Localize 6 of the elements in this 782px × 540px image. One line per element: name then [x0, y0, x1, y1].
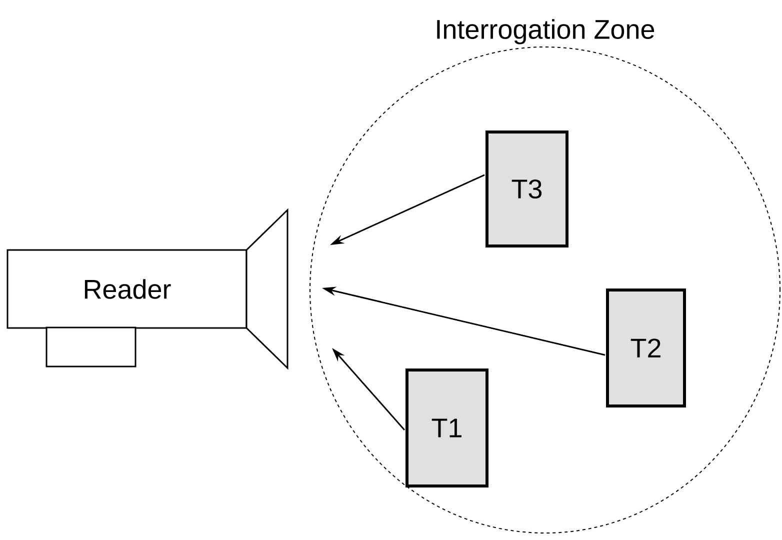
tag-box: T3: [486, 130, 568, 248]
zone-heading: Interrogation Zone: [437, 19, 654, 44]
antenna-horn: [246, 208, 288, 370]
tag-box: T1: [406, 368, 488, 488]
reader-stand: [46, 326, 136, 368]
tag-box: T2: [606, 288, 686, 408]
